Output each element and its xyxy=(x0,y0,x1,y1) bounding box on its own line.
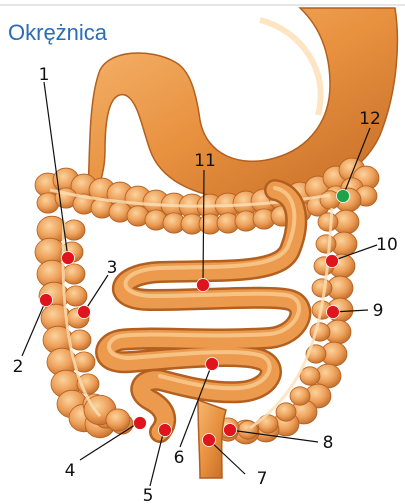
haustrum xyxy=(106,409,130,431)
haustrum xyxy=(258,415,278,433)
haustrum xyxy=(63,220,85,240)
label-3: 3 xyxy=(107,258,118,278)
label-8: 8 xyxy=(323,433,334,453)
haustrum xyxy=(316,235,336,253)
marker-dot-7 xyxy=(203,434,216,447)
haustrum xyxy=(318,213,338,231)
label-5: 5 xyxy=(143,486,154,504)
marker-dot-9 xyxy=(327,306,340,319)
marker-dot-5 xyxy=(159,424,172,437)
marker-dot-3 xyxy=(78,306,91,319)
haustrum xyxy=(312,279,332,297)
haustrum xyxy=(290,387,310,405)
label-12: 12 xyxy=(359,109,381,129)
label-1: 1 xyxy=(39,65,50,85)
haustrum xyxy=(69,330,91,350)
marker-dot-8 xyxy=(224,424,237,437)
marker-dot-4 xyxy=(134,417,147,430)
label-4: 4 xyxy=(65,461,76,481)
marker-dot-11 xyxy=(197,279,210,292)
label-11: 11 xyxy=(194,151,216,171)
marker-dot-1 xyxy=(62,252,75,265)
label-9: 9 xyxy=(373,301,384,321)
haustrum xyxy=(276,403,296,421)
haustrum xyxy=(65,286,87,306)
label-2: 2 xyxy=(13,357,24,377)
label-6: 6 xyxy=(174,448,185,468)
haustrum xyxy=(63,264,85,284)
marker-dot-2 xyxy=(40,294,53,307)
label-7: 7 xyxy=(257,469,268,489)
marker-dot-10 xyxy=(326,255,339,268)
marker-dot-12 xyxy=(337,190,350,203)
marker-dot-6 xyxy=(206,358,219,371)
haustrum xyxy=(300,367,320,385)
label-10: 10 xyxy=(376,235,398,255)
